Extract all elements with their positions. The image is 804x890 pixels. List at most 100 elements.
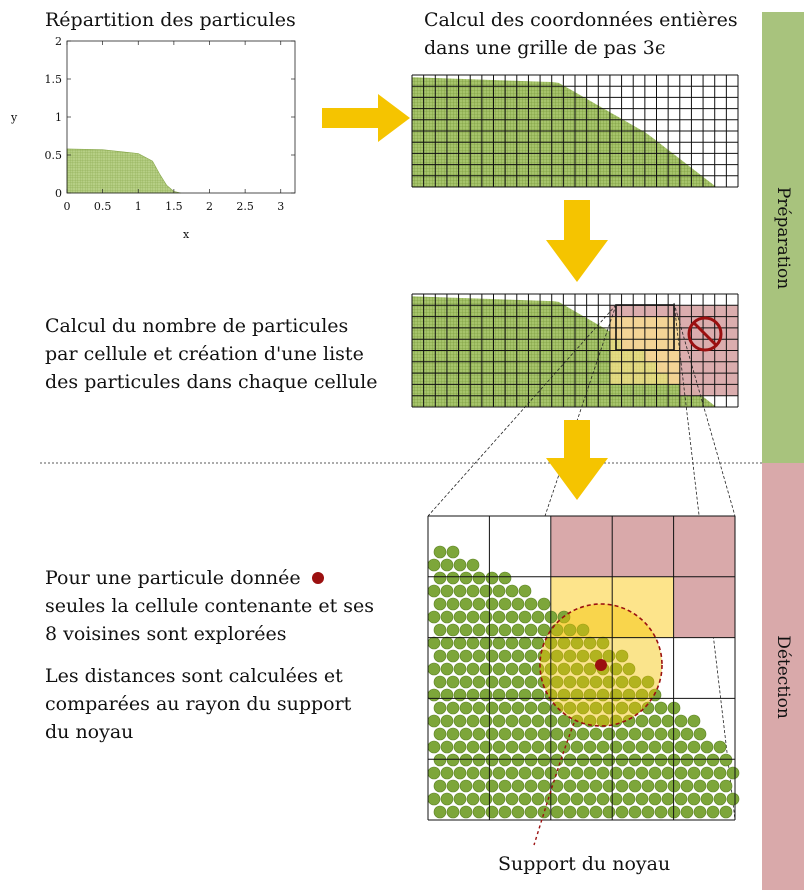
particle bbox=[609, 662, 623, 676]
particle bbox=[602, 779, 616, 793]
particle bbox=[628, 753, 642, 767]
particle bbox=[485, 779, 499, 793]
neighbor-cell bbox=[656, 350, 669, 362]
step4-para1-line1: Pour une particule donnée bbox=[45, 567, 301, 589]
particle bbox=[427, 714, 441, 728]
particle bbox=[459, 623, 473, 637]
particle bbox=[466, 662, 480, 676]
particle bbox=[615, 675, 629, 689]
y-tick-label: 1.5 bbox=[45, 73, 63, 86]
particle bbox=[641, 779, 655, 793]
particle bbox=[472, 675, 486, 689]
particle bbox=[492, 584, 506, 598]
excluded-cell bbox=[691, 327, 704, 340]
particle bbox=[726, 792, 740, 806]
particle bbox=[674, 766, 688, 780]
particle bbox=[570, 792, 584, 806]
particle bbox=[472, 805, 486, 819]
excluded-cell bbox=[679, 373, 692, 385]
particle bbox=[440, 766, 454, 780]
step2-title-line1: Calcul des coordonnées entières bbox=[424, 9, 738, 31]
particle bbox=[706, 779, 720, 793]
particle bbox=[700, 792, 714, 806]
particle bbox=[459, 597, 473, 611]
excluded-cell bbox=[703, 305, 715, 317]
particle bbox=[518, 584, 532, 598]
particle bbox=[661, 792, 675, 806]
particle bbox=[693, 753, 707, 767]
particle bbox=[524, 727, 538, 741]
target-particle-legend-dot bbox=[312, 572, 324, 584]
particle bbox=[446, 597, 460, 611]
particle bbox=[648, 792, 662, 806]
neighbor-cell bbox=[633, 373, 645, 385]
particle bbox=[635, 740, 649, 754]
neighbor-cell bbox=[668, 350, 680, 362]
particle bbox=[485, 675, 499, 689]
neighbor-cell bbox=[609, 361, 622, 374]
y-tick-label: 2 bbox=[55, 35, 62, 48]
excluded-cell bbox=[691, 316, 704, 328]
neighbor-cell bbox=[656, 361, 669, 374]
particle bbox=[557, 740, 571, 754]
particle bbox=[570, 740, 584, 754]
x-tick-label: 0 bbox=[64, 200, 71, 213]
particle bbox=[492, 662, 506, 676]
particle bbox=[563, 675, 577, 689]
particle bbox=[674, 740, 688, 754]
particle bbox=[511, 779, 525, 793]
step2-title-line2: dans une grille de pas 3ϵ bbox=[424, 37, 666, 59]
particle bbox=[583, 662, 597, 676]
particle bbox=[472, 597, 486, 611]
chart-ylabel: y bbox=[11, 111, 18, 124]
particle bbox=[498, 779, 512, 793]
particle bbox=[615, 649, 629, 663]
particle bbox=[498, 701, 512, 715]
particle bbox=[453, 792, 467, 806]
particle bbox=[472, 649, 486, 663]
particle bbox=[576, 753, 590, 767]
particle bbox=[635, 714, 649, 728]
particle bbox=[498, 649, 512, 663]
excluded-cell bbox=[691, 384, 704, 396]
particle bbox=[693, 805, 707, 819]
particle bbox=[589, 675, 603, 689]
particle bbox=[459, 727, 473, 741]
particle bbox=[446, 545, 460, 559]
particle bbox=[628, 727, 642, 741]
particle bbox=[498, 597, 512, 611]
particle bbox=[563, 623, 577, 637]
excluded-cell bbox=[679, 305, 692, 317]
particle bbox=[518, 766, 532, 780]
particle bbox=[505, 636, 519, 650]
particle bbox=[557, 636, 571, 650]
y-tick-label: 0.5 bbox=[45, 149, 63, 162]
particle bbox=[641, 675, 655, 689]
kernel-label-pointer bbox=[533, 722, 575, 846]
particle bbox=[648, 714, 662, 728]
excluded-cell bbox=[703, 384, 715, 396]
step4-para2-line3: du noyau bbox=[45, 721, 134, 743]
particle bbox=[583, 636, 597, 650]
particle bbox=[485, 571, 499, 585]
particle bbox=[589, 753, 603, 767]
particle bbox=[479, 610, 493, 624]
particle bbox=[466, 584, 480, 598]
neighbor-cell bbox=[656, 316, 669, 328]
particle bbox=[440, 792, 454, 806]
particle bbox=[680, 727, 694, 741]
particle bbox=[492, 714, 506, 728]
step4-para1-line3: 8 voisines sont explorées bbox=[45, 623, 287, 645]
particle bbox=[661, 714, 675, 728]
neighbor-cell bbox=[644, 339, 657, 351]
particle bbox=[459, 805, 473, 819]
particle bbox=[654, 701, 668, 715]
excluded-cell bbox=[633, 305, 645, 317]
particle bbox=[706, 753, 720, 767]
x-tick-label: 2 bbox=[206, 200, 213, 213]
particle bbox=[531, 636, 545, 650]
particle bbox=[589, 701, 603, 715]
particle bbox=[641, 701, 655, 715]
particle bbox=[440, 636, 454, 650]
particle bbox=[537, 623, 551, 637]
